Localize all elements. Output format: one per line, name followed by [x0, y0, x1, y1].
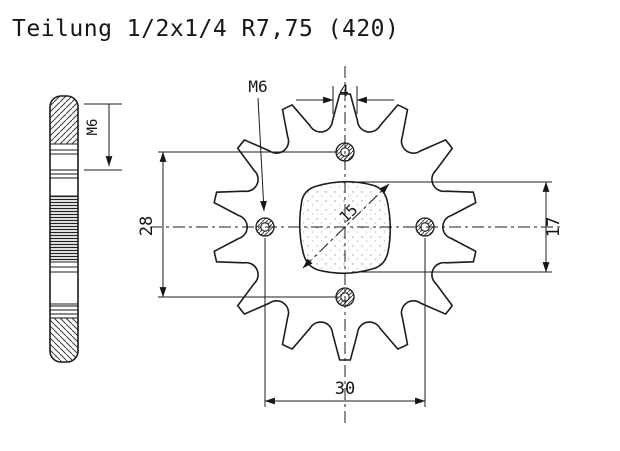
side-view-hatching — [50, 96, 78, 362]
dim-30-label: 30 — [335, 379, 355, 399]
front-view: 15 28 17 30 — [137, 66, 564, 424]
dim-30 — [264, 238, 426, 407]
side-m6-dimension — [84, 103, 122, 171]
dim-28 — [158, 151, 338, 298]
dim-4 — [296, 86, 394, 114]
side-view: M6 — [49, 95, 122, 363]
side-m6-label: M6 — [85, 119, 101, 136]
dim-17 — [352, 181, 552, 273]
dim-28-label: 28 — [137, 216, 157, 236]
drawing-title: Teilung 1/2x1/4 R7,75 (420) — [12, 16, 400, 42]
m6-callout — [257, 97, 267, 212]
dim-4-label: 4 — [339, 81, 349, 100]
bore-diagonal-dimension — [302, 183, 390, 269]
m6-callout-label: M6 — [248, 77, 267, 96]
side-view-outline — [49, 95, 79, 363]
side-view-section-lines — [50, 143, 78, 319]
dim-17-label: 17 — [544, 217, 564, 237]
